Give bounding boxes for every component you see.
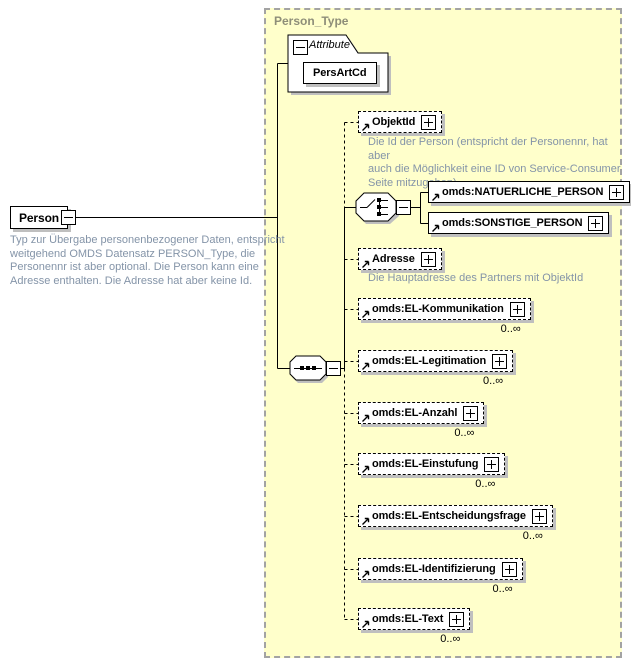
element-el-kommunikation-wrap: omds:EL-Kommunikation 0..∞ — [358, 298, 531, 335]
cardinality-label: 0..∞ — [454, 427, 475, 439]
expand-icon[interactable] — [421, 114, 437, 130]
choice-connector-shape — [355, 192, 399, 224]
type-panel-title: Person_Type — [274, 14, 349, 28]
element-el-text[interactable]: omds:EL-Text — [358, 608, 471, 630]
expand-icon[interactable] — [449, 611, 465, 627]
element-person-label: Person — [18, 210, 60, 225]
element-ref-icon — [362, 414, 370, 422]
cardinality-label: 0..∞ — [440, 633, 461, 645]
element-el-text-wrap: omds:EL-Text 0..∞ — [358, 608, 471, 645]
attribute-block-label: Attribute — [309, 39, 350, 51]
element-ref-icon — [362, 123, 370, 131]
expand-icon[interactable] — [463, 405, 479, 421]
element-adresse[interactable]: Adresse — [358, 248, 442, 270]
element-objektid-wrap: ObjektId — [358, 111, 443, 133]
element-el-einstufung-wrap: omds:EL-Einstufung 0..∞ — [358, 453, 506, 490]
expand-icon[interactable] — [588, 215, 604, 231]
sequence-connector-shape — [289, 355, 328, 383]
element-ref-icon — [362, 465, 370, 473]
person-type-panel: Person_Type — [264, 8, 622, 658]
element-el-anzahl-wrap: omds:EL-Anzahl 0..∞ — [358, 402, 485, 439]
cardinality-label: 0..∞ — [475, 478, 496, 490]
element-ref-icon — [362, 260, 370, 268]
element-el-anzahl[interactable]: omds:EL-Anzahl — [358, 402, 485, 424]
expand-icon[interactable] — [420, 251, 436, 267]
cardinality-label: 0..∞ — [522, 530, 543, 542]
element-sonstige-person-wrap: omds:SONSTIGE_PERSON — [428, 212, 610, 234]
element-el-einstufung[interactable]: omds:EL-Einstufung — [358, 453, 506, 475]
collapse-icon[interactable] — [396, 200, 411, 215]
element-natuerliche-person-wrap: omds:NATUERLICHE_PERSON — [428, 181, 631, 203]
element-natuerliche-person[interactable]: omds:NATUERLICHE_PERSON — [428, 181, 631, 203]
expand-icon[interactable] — [531, 508, 547, 524]
element-ref-icon — [362, 620, 370, 628]
cardinality-label: 0..∞ — [492, 583, 513, 595]
collapse-icon[interactable] — [61, 210, 76, 225]
element-ref-icon — [362, 517, 370, 525]
element-ref-icon — [432, 224, 440, 232]
adresse-annotation: Die Hauptadresse des Partners mit Objekt… — [368, 272, 584, 284]
element-el-kommunikation[interactable]: omds:EL-Kommunikation — [358, 298, 531, 320]
element-el-legitimation-wrap: omds:EL-Legitimation 0..∞ — [358, 350, 514, 387]
expand-icon[interactable] — [484, 456, 500, 472]
attribute-persartcd[interactable]: PersArtCd — [303, 62, 377, 84]
expand-icon[interactable] — [609, 184, 625, 200]
cardinality-label: 0..∞ — [500, 323, 521, 335]
collapse-icon[interactable] — [293, 40, 308, 55]
person-annotation: Typ zur Übergabe personenbezogener Daten… — [10, 234, 285, 287]
element-el-identifizierung-wrap: omds:EL-Identifizierung 0..∞ — [358, 558, 523, 595]
element-adresse-wrap: Adresse — [358, 248, 442, 270]
expand-icon[interactable] — [492, 353, 508, 369]
attribute-persartcd-wrap: PersArtCd — [303, 62, 377, 84]
element-ref-icon — [362, 570, 370, 578]
objektid-annotation: Die Id der Person (entspricht der Person… — [368, 136, 621, 189]
element-ref-icon — [362, 310, 370, 318]
element-objektid[interactable]: ObjektId — [358, 111, 443, 133]
collapse-icon[interactable] — [326, 361, 341, 376]
element-el-identifizierung[interactable]: omds:EL-Identifizierung — [358, 558, 523, 580]
element-ref-icon — [362, 362, 370, 370]
element-el-entscheidungsfrage-wrap: omds:EL-Entscheidungsfrage 0..∞ — [358, 505, 553, 542]
cardinality-label: 0..∞ — [483, 375, 504, 387]
expand-icon[interactable] — [501, 561, 517, 577]
element-ref-icon — [432, 193, 440, 201]
element-sonstige-person[interactable]: omds:SONSTIGE_PERSON — [428, 212, 610, 234]
element-person[interactable]: Person — [10, 206, 68, 229]
element-el-legitimation[interactable]: omds:EL-Legitimation — [358, 350, 514, 372]
element-el-entscheidungsfrage[interactable]: omds:EL-Entscheidungsfrage — [358, 505, 553, 527]
expand-icon[interactable] — [509, 301, 525, 317]
